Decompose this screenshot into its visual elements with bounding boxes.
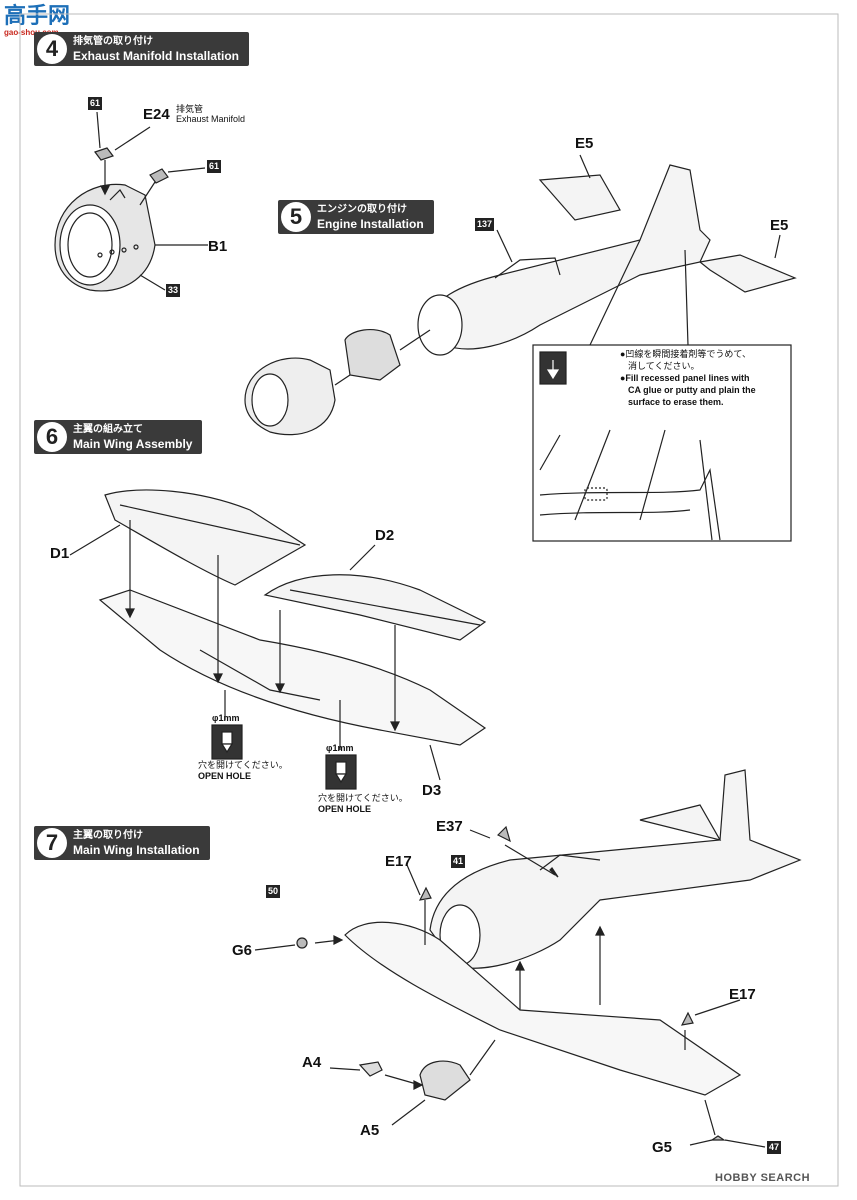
wing-d1-drawing	[104, 489, 307, 586]
step-4-title-ja: 排気管の取り付け	[73, 36, 153, 47]
part-label-d2: D2	[375, 527, 395, 544]
step-6-header: 6 主翼の組み立て Main Wing Assembly	[34, 420, 203, 454]
part-label-e5-left: E5	[575, 135, 594, 152]
part-tag-41: 41	[451, 855, 466, 868]
part-tag-137: 137	[475, 218, 495, 231]
panel-line-note-en-3: surface to erase them.	[628, 397, 724, 407]
panel-line-note-ja-2: 消してください。	[628, 361, 700, 371]
drill-icon-1	[211, 724, 243, 760]
drill-icon-2	[325, 754, 357, 790]
hole-instruction-2-text: 穴を開けてください。 OPEN HOLE	[318, 793, 408, 815]
hole-1-en: OPEN HOLE	[198, 771, 252, 781]
step-5-title-ja: エンジンの取り付け	[317, 204, 407, 215]
step-4-header: 4 排気管の取り付け Exhaust Manifold Installation	[34, 32, 250, 66]
step-6-title-en: Main Wing Assembly	[73, 437, 193, 451]
hole-2-en: OPEN HOLE	[318, 804, 372, 814]
site-logo: 高手网 gao-shou.com	[4, 3, 71, 38]
part-label-e24: E24	[143, 106, 170, 123]
hole-instruction-1-text: 穴を開けてください。 OPEN HOLE	[198, 760, 288, 782]
part-label-a4: A4	[302, 1054, 322, 1071]
part-tag-47: 47	[767, 1141, 782, 1154]
site-logo-text: 高手网	[4, 3, 71, 28]
hole-instruction-2: φ1mm	[326, 743, 353, 754]
part-label-b1: B1	[208, 238, 228, 255]
panel-line-note-en-2: CA glue or putty and plain the	[628, 385, 756, 395]
step-7-header: 7 主翼の取り付け Main Wing Installation	[34, 826, 210, 860]
part-label-a5: A5	[360, 1122, 380, 1139]
wing-assembly-arrows	[69, 520, 441, 781]
step-4-number: 4	[37, 34, 67, 64]
aircraft-step7-drawing	[254, 769, 802, 1148]
part-label-e17-left: E17	[385, 853, 412, 870]
hole-instruction-1: φ1mm	[212, 713, 239, 724]
hole-2-size: φ1mm	[326, 743, 354, 753]
step-6-number: 6	[37, 422, 67, 452]
step-4-title-en: Exhaust Manifold Installation	[73, 49, 240, 63]
step-7-title-en: Main Wing Installation	[73, 843, 200, 857]
hole-1-size: φ1mm	[212, 713, 240, 723]
hole-1-ja: 穴を開けてください。	[198, 760, 288, 770]
hobby-search-watermark: HOBBY SEARCH	[715, 1172, 811, 1184]
part-label-d1: D1	[50, 545, 70, 562]
hole-2-ja: 穴を開けてください。	[318, 793, 408, 803]
panel-line-note-en-1: ●Fill recessed panel lines with	[620, 373, 750, 383]
part-label-g5: G5	[652, 1139, 673, 1156]
panel-line-note: ●凹線を瞬間接着剤等でうめて、 消してください。 ●Fill recessed …	[620, 348, 756, 408]
part-tag-61-right: 61	[207, 160, 222, 173]
cowling-b1-drawing	[54, 183, 208, 292]
part-tag-33: 33	[166, 284, 181, 297]
part-label-d3: D3	[422, 782, 442, 799]
fuselage-step5-drawing	[244, 154, 797, 436]
exhaust-e24-drawing	[94, 111, 206, 206]
part-label-e5-right: E5	[770, 217, 789, 234]
part-e24-name-en: Exhaust Manifold	[176, 114, 246, 124]
site-logo-url: gao-shou.com	[4, 28, 59, 37]
step-5-title-en: Engine Installation	[317, 217, 424, 231]
part-e24-name-ja: 排気管	[176, 104, 204, 114]
part-tag-50: 50	[266, 885, 281, 898]
wing-d2-drawing	[263, 574, 487, 641]
panel-line-detail-box	[532, 344, 792, 542]
part-tag-61-top: 61	[88, 97, 103, 110]
step-6-title-ja: 主翼の組み立て	[73, 424, 143, 435]
part-label-g6: G6	[232, 942, 253, 959]
part-label-e37: E37	[436, 818, 463, 835]
step-5-header: 5 エンジンの取り付け Engine Installation	[278, 200, 434, 234]
panel-line-note-ja-1: ●凹線を瞬間接着剤等でうめて、	[620, 349, 751, 359]
step-7-number: 7	[37, 828, 67, 858]
part-label-e17-right: E17	[729, 986, 756, 1003]
step-7-title-ja: 主翼の取り付け	[73, 830, 143, 841]
step-5-number: 5	[281, 202, 311, 232]
